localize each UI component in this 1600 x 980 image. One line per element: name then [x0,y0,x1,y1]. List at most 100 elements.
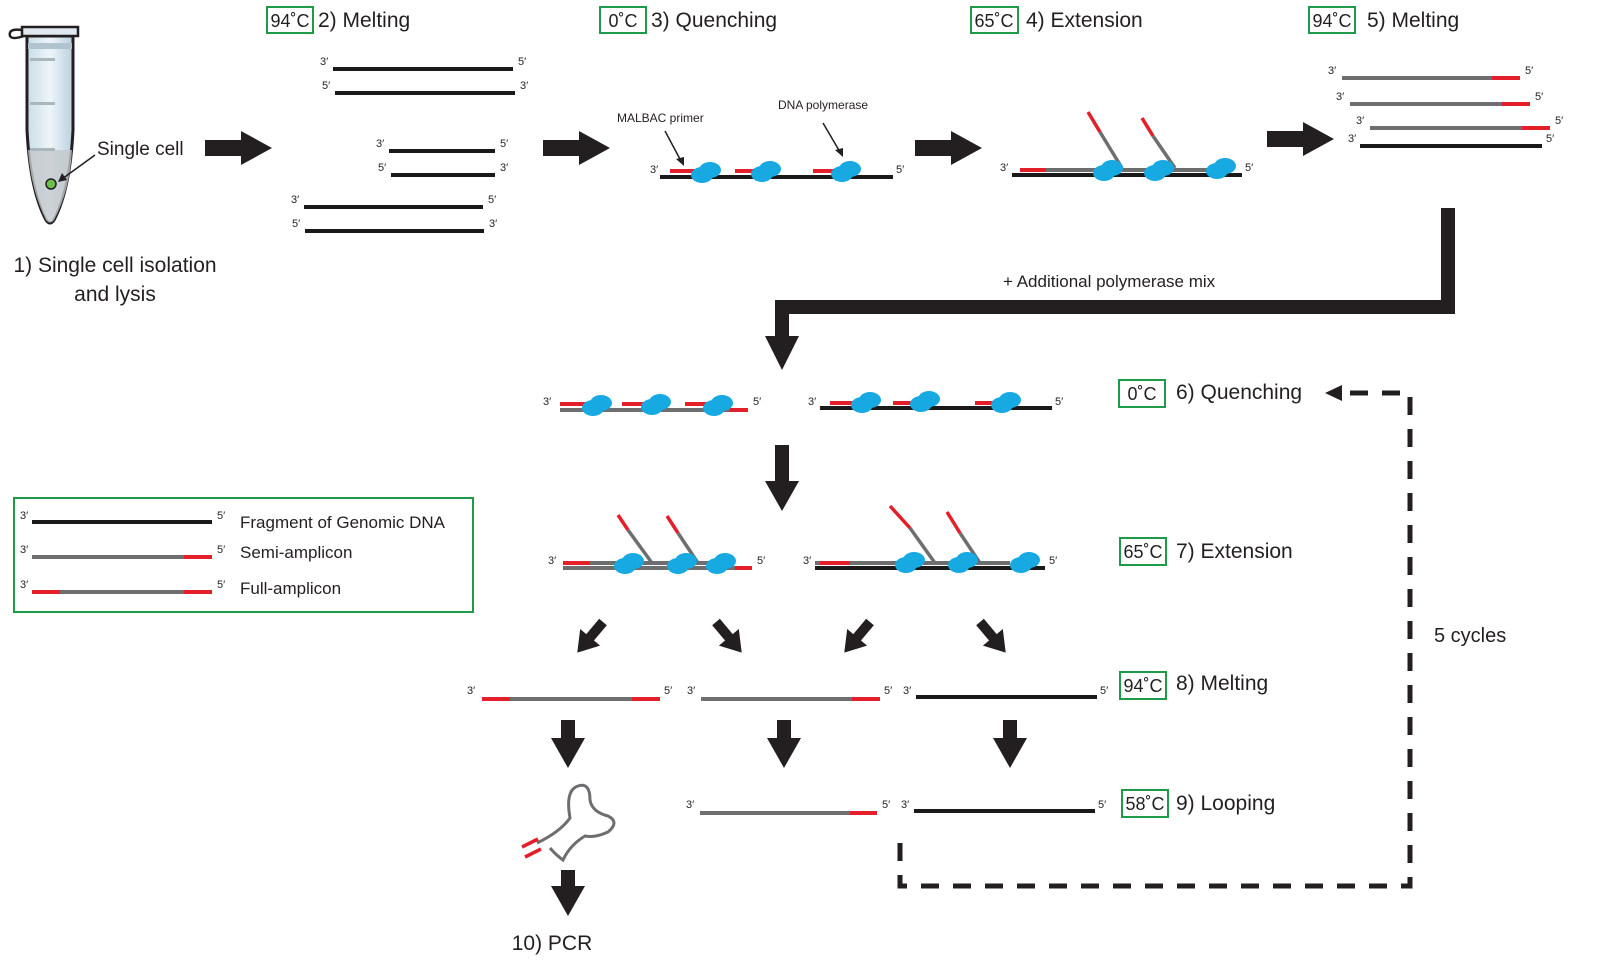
arrow-down-icon [767,720,801,768]
polymerase-pointer-arrow [822,122,841,153]
strand-end-3-prime: 3′ [803,555,811,567]
cycle-arrowhead [1325,385,1342,401]
strand-end-3-prime: 3′ [543,396,551,408]
dna-polymerase-icon [831,161,861,182]
strand-end-3-prime: 3′ [808,396,816,408]
strand-end-5-prime: 5′ [664,685,672,697]
cell-pointer-arrowhead [58,173,67,182]
generated-marks: 3′5′5′3′3′5′5′3′3′5′5′3′3′5′3′5′3′5′3′5′… [20,56,1563,916]
polymerase-lobe [699,162,721,178]
single-cell-label: Single cell [97,139,184,160]
temp-box [1119,671,1167,700]
dna-polymerase-icon [1144,160,1174,181]
dna-polymerase-icon [667,553,697,574]
strand-end-5-prime: 5′ [378,162,386,174]
step1-label-line2: and lysis [74,283,156,306]
bent-arrow-shaft [775,208,1455,338]
dna-polymerase-icon [582,395,612,416]
polymerase-lobe [956,552,978,568]
arrow-right-icon [205,131,272,165]
cell-pointer-arrow [61,154,96,180]
temp-box [1119,537,1167,566]
dna-polymerase-icon [614,553,644,574]
step5-label: 5) Melting [1367,9,1459,32]
polymerase-lobe [675,553,697,569]
step4-temp: 65˚C [974,11,1013,31]
looped-amplicon-icon [536,783,616,863]
primer-branch [616,514,630,531]
strand-end-3-prime: 3′ [467,685,475,697]
strand-end-5-prime: 5′ [292,218,300,230]
temp-box [1118,379,1166,408]
legend-label-semi: Semi-amplicon [240,543,352,562]
polymerase-lobe [590,395,612,411]
legend-label-genomic: Fragment of Genomic DNA [240,513,446,532]
step2-label: 2) Melting [318,9,410,32]
temp-box [1121,789,1169,818]
polymerase-lobe [759,161,781,177]
microcentrifuge-tube-icon [8,25,80,225]
temp-box [1308,6,1356,34]
dna-polymerase-icon [1093,160,1123,181]
step7-header: 65˚C 7) Extension [1119,537,1293,566]
step4-header: 65˚C 4) Extension [970,6,1143,34]
arrow-diagonal-icon [712,618,742,653]
step6-header: 0˚C 6) Quenching [1118,379,1302,408]
arrow-shape [577,618,607,653]
step8-label: 8) Melting [1176,672,1268,695]
dna-polymerase-label: DNA polymerase [778,98,868,112]
strand-end-5-prime: 5′ [488,194,496,206]
step7-label: 7) Extension [1176,540,1293,563]
dna-polymerase-icon [1206,158,1236,179]
primer-branch [888,504,912,530]
dna-polymerase-icon [691,162,721,183]
polymerase-lobe [903,552,925,568]
primer-branch [945,511,962,534]
temp-box [266,6,314,34]
primer-branch [1086,111,1102,133]
dna-polymerase-icon [703,395,733,416]
strand-end-3-prime: 3′ [20,544,28,556]
strand-end-5-prime: 5′ [518,56,526,68]
primer-branch [1140,117,1155,137]
dna-polymerase-icon [641,394,671,415]
arrow-down-icon [765,445,799,511]
polymerase-lobe [1018,552,1040,568]
strand-end-5-prime: 5′ [1546,133,1554,145]
strand-end-3-prime: 3′ [320,56,328,68]
polymerase-lobe [999,392,1021,408]
step9-label: 9) Looping [1176,792,1275,815]
arrow-diagonal-icon [976,618,1006,653]
strand-end-3-prime: 3′ [1348,133,1356,145]
strand-end-3-prime: 3′ [901,799,909,811]
primer-pointer-arrow [664,130,682,162]
dna-polymerase-icon [910,391,940,412]
arrow-shape [712,618,742,653]
strand-end-3-prime: 3′ [1356,115,1364,127]
malbac-primer-label: MALBAC primer [617,111,704,125]
polymerase-lobe [1152,160,1174,176]
strand-end-3-prime: 3′ [650,164,658,176]
strand-end-3-prime: 3′ [903,685,911,697]
step5-temp: 94˚C [1312,11,1351,31]
dna-polymerase-icon [991,392,1021,413]
arrow-diagonal-icon [577,618,607,653]
arrow-shape [844,618,874,653]
step4-label: 4) Extension [1026,9,1143,32]
strand-end-5-prime: 5′ [1055,396,1063,408]
arrow-down-icon [993,720,1027,768]
semi-amplicon-branch [908,526,937,565]
polymerase-lobe [1214,158,1236,174]
polymerase-lobe [622,553,644,569]
strand-end-5-prime: 5′ [753,396,761,408]
single-cell-icon [45,178,57,190]
legend-label-full: Full-amplicon [240,579,341,598]
step3-temp: 0˚C [608,11,637,31]
strand-end-5-prime: 5′ [757,555,765,567]
polymerase-lobe [1101,160,1123,176]
polymerase-lobe [714,553,736,569]
strand-end-3-prime: 3′ [489,218,497,230]
strand-end-3-prime: 3′ [548,555,556,567]
step1-label-line1: 1) Single cell isolation [13,254,216,277]
